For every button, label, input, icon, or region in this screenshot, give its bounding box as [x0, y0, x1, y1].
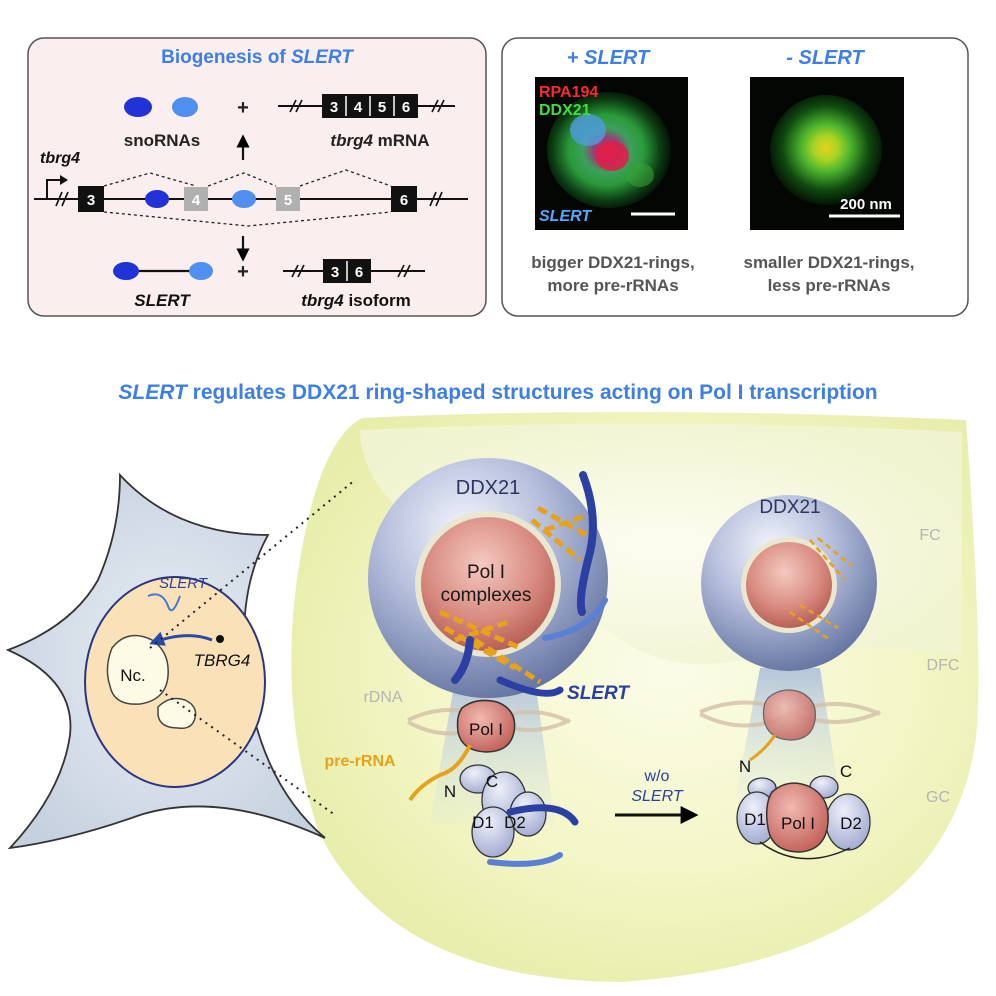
mrna-diagram: 3 4 5 6 [278, 94, 455, 118]
n-label-left: N [444, 782, 456, 801]
core-label-line1: Pol I [467, 562, 505, 583]
cell-slert-label: SLERT [159, 575, 209, 592]
snornas-label: snoRNAs [124, 131, 201, 150]
exon-label: 3 [331, 264, 339, 281]
nucleolus-small [157, 697, 197, 730]
isoform-label: tbrg4 isoform [301, 291, 411, 310]
nc-label: Nc. [120, 666, 146, 685]
arrow-label-line1: w/o [644, 768, 670, 785]
pol1-label-right: Pol I [781, 814, 815, 833]
scale-bar-label: 200 nm [840, 196, 892, 213]
slert-strand [576, 471, 597, 616]
channel-rpa194-label: RPA194 [539, 84, 598, 101]
zoom-line-bottom [159, 689, 336, 816]
exon-label: 3 [87, 192, 95, 209]
pol1-blob-right-faint [762, 689, 817, 741]
slert-label: SLERT [134, 291, 191, 310]
c-label-right: C [840, 762, 852, 781]
exon-label: 5 [378, 99, 386, 116]
nucleus [84, 576, 266, 788]
arrow-label-line2: SLERT [631, 788, 684, 805]
exon-label: 5 [284, 192, 292, 209]
exon-label: 4 [354, 99, 363, 116]
region-gc-label: GC [926, 789, 950, 806]
tbrg4-locus-dot [216, 635, 224, 643]
locus-gene-label: tbrg4 [40, 150, 80, 167]
snorna-light-icon [232, 190, 256, 208]
ddx21-label-right: DDX21 [759, 497, 820, 518]
pre-rrna-label: pre-rRNA [324, 753, 396, 770]
exon-label: 6 [400, 192, 408, 209]
d2-label-right: D2 [840, 814, 862, 833]
main-headline: SLERT regulates DDX21 ring-shaped struct… [118, 381, 877, 404]
region-dfc-label: DFC [927, 657, 960, 674]
pre-rrna-strand [408, 744, 472, 802]
channel-slert-label: SLERT [539, 208, 592, 225]
region-fc-label: FC [919, 527, 940, 544]
snorna-light-icon [172, 97, 198, 117]
pre-rrna-dashes-right [789, 537, 853, 642]
biogenesis-title: Biogenesis of SLERT [161, 47, 354, 68]
tss-arrow [46, 179, 62, 200]
d1-label-right: D1 [744, 810, 766, 829]
slert-rna-icon [147, 593, 181, 612]
nucleolus-nc [106, 634, 169, 705]
pol1-label-left: Pol I [469, 720, 503, 739]
snorna-dark-icon [113, 262, 139, 280]
minus-slert-label: - SLERT [786, 47, 865, 69]
n-label-right: N [739, 757, 751, 776]
core-label-line2: complexes [441, 585, 532, 606]
d2-label-left: D2 [504, 813, 526, 832]
micrograph-plus: RPA194 DDX21 SLERT [535, 77, 688, 230]
snorna-dark-icon [145, 190, 169, 208]
transition-arrow-group: w/o SLERT [615, 768, 699, 824]
ddx21-d1-domain [471, 806, 515, 858]
tbrg4-locus: tbrg4 3 4 5 6 [34, 150, 468, 227]
slert-label-left: SLERT [567, 683, 630, 704]
tbrg4-label: TBRG4 [194, 651, 251, 670]
snorna-light-icon [189, 262, 213, 280]
caption-minus-line1: smaller DDX21-rings, [743, 253, 914, 272]
cell-diagram: Nc. SLERT TBRG4 [5, 472, 356, 850]
isoform-diagram: 3 6 [283, 259, 425, 283]
linker [759, 841, 851, 860]
snorna-dark-icon [124, 97, 152, 117]
d1-label-left: D1 [472, 813, 494, 832]
slert-strand [496, 676, 564, 697]
slert-strand [487, 852, 563, 867]
plus-sign-bottom: + [237, 261, 249, 283]
slert-strand [451, 636, 474, 684]
caption-plus-line2: more pre-rRNAs [547, 276, 678, 295]
plus-slert-label: + SLERT [567, 47, 651, 69]
exon-label: 3 [330, 99, 338, 116]
caption-plus-line1: bigger DDX21-rings, [531, 253, 694, 272]
micrograph-minus: 200 nm [750, 77, 904, 230]
mrna-label: tbrg4 mRNA [330, 131, 429, 150]
transport-arrow [149, 631, 213, 646]
pol1-blob-right [765, 782, 829, 853]
right-complex: DDX21 Pol I N C D1 D2 [699, 495, 881, 860]
pre-rrna-dashes-left [438, 505, 594, 685]
plus-sign-top: + [237, 97, 249, 119]
slert-strand [506, 804, 579, 826]
caption-minus-line2: less pre-rRNAs [768, 276, 891, 295]
biogenesis-panel: Biogenesis of SLERT snoRNAs + 3 4 5 6 tb… [27, 37, 487, 317]
pol1-blob-left [456, 699, 516, 753]
left-complex: DDX21 Pol I complexes SLERT rDNA Pol I p… [324, 458, 630, 867]
ddx21-label-left: DDX21 [456, 477, 520, 499]
exon-label: 6 [402, 99, 410, 116]
c-label-left: C [486, 772, 498, 791]
exon-label: 4 [192, 192, 201, 209]
pol1-core-right [746, 542, 832, 628]
slert-strand [542, 597, 608, 641]
channel-ddx21-label: DDX21 [539, 102, 591, 119]
rdna-label: rDNA [363, 689, 402, 706]
microscopy-panel: + SLERT - SLERT RPA194 DDX21 SLERT 200 n… [501, 37, 969, 317]
slert-transcript [113, 262, 213, 280]
pre-rrna-strand-short [749, 734, 777, 762]
exon-label: 6 [355, 264, 363, 281]
